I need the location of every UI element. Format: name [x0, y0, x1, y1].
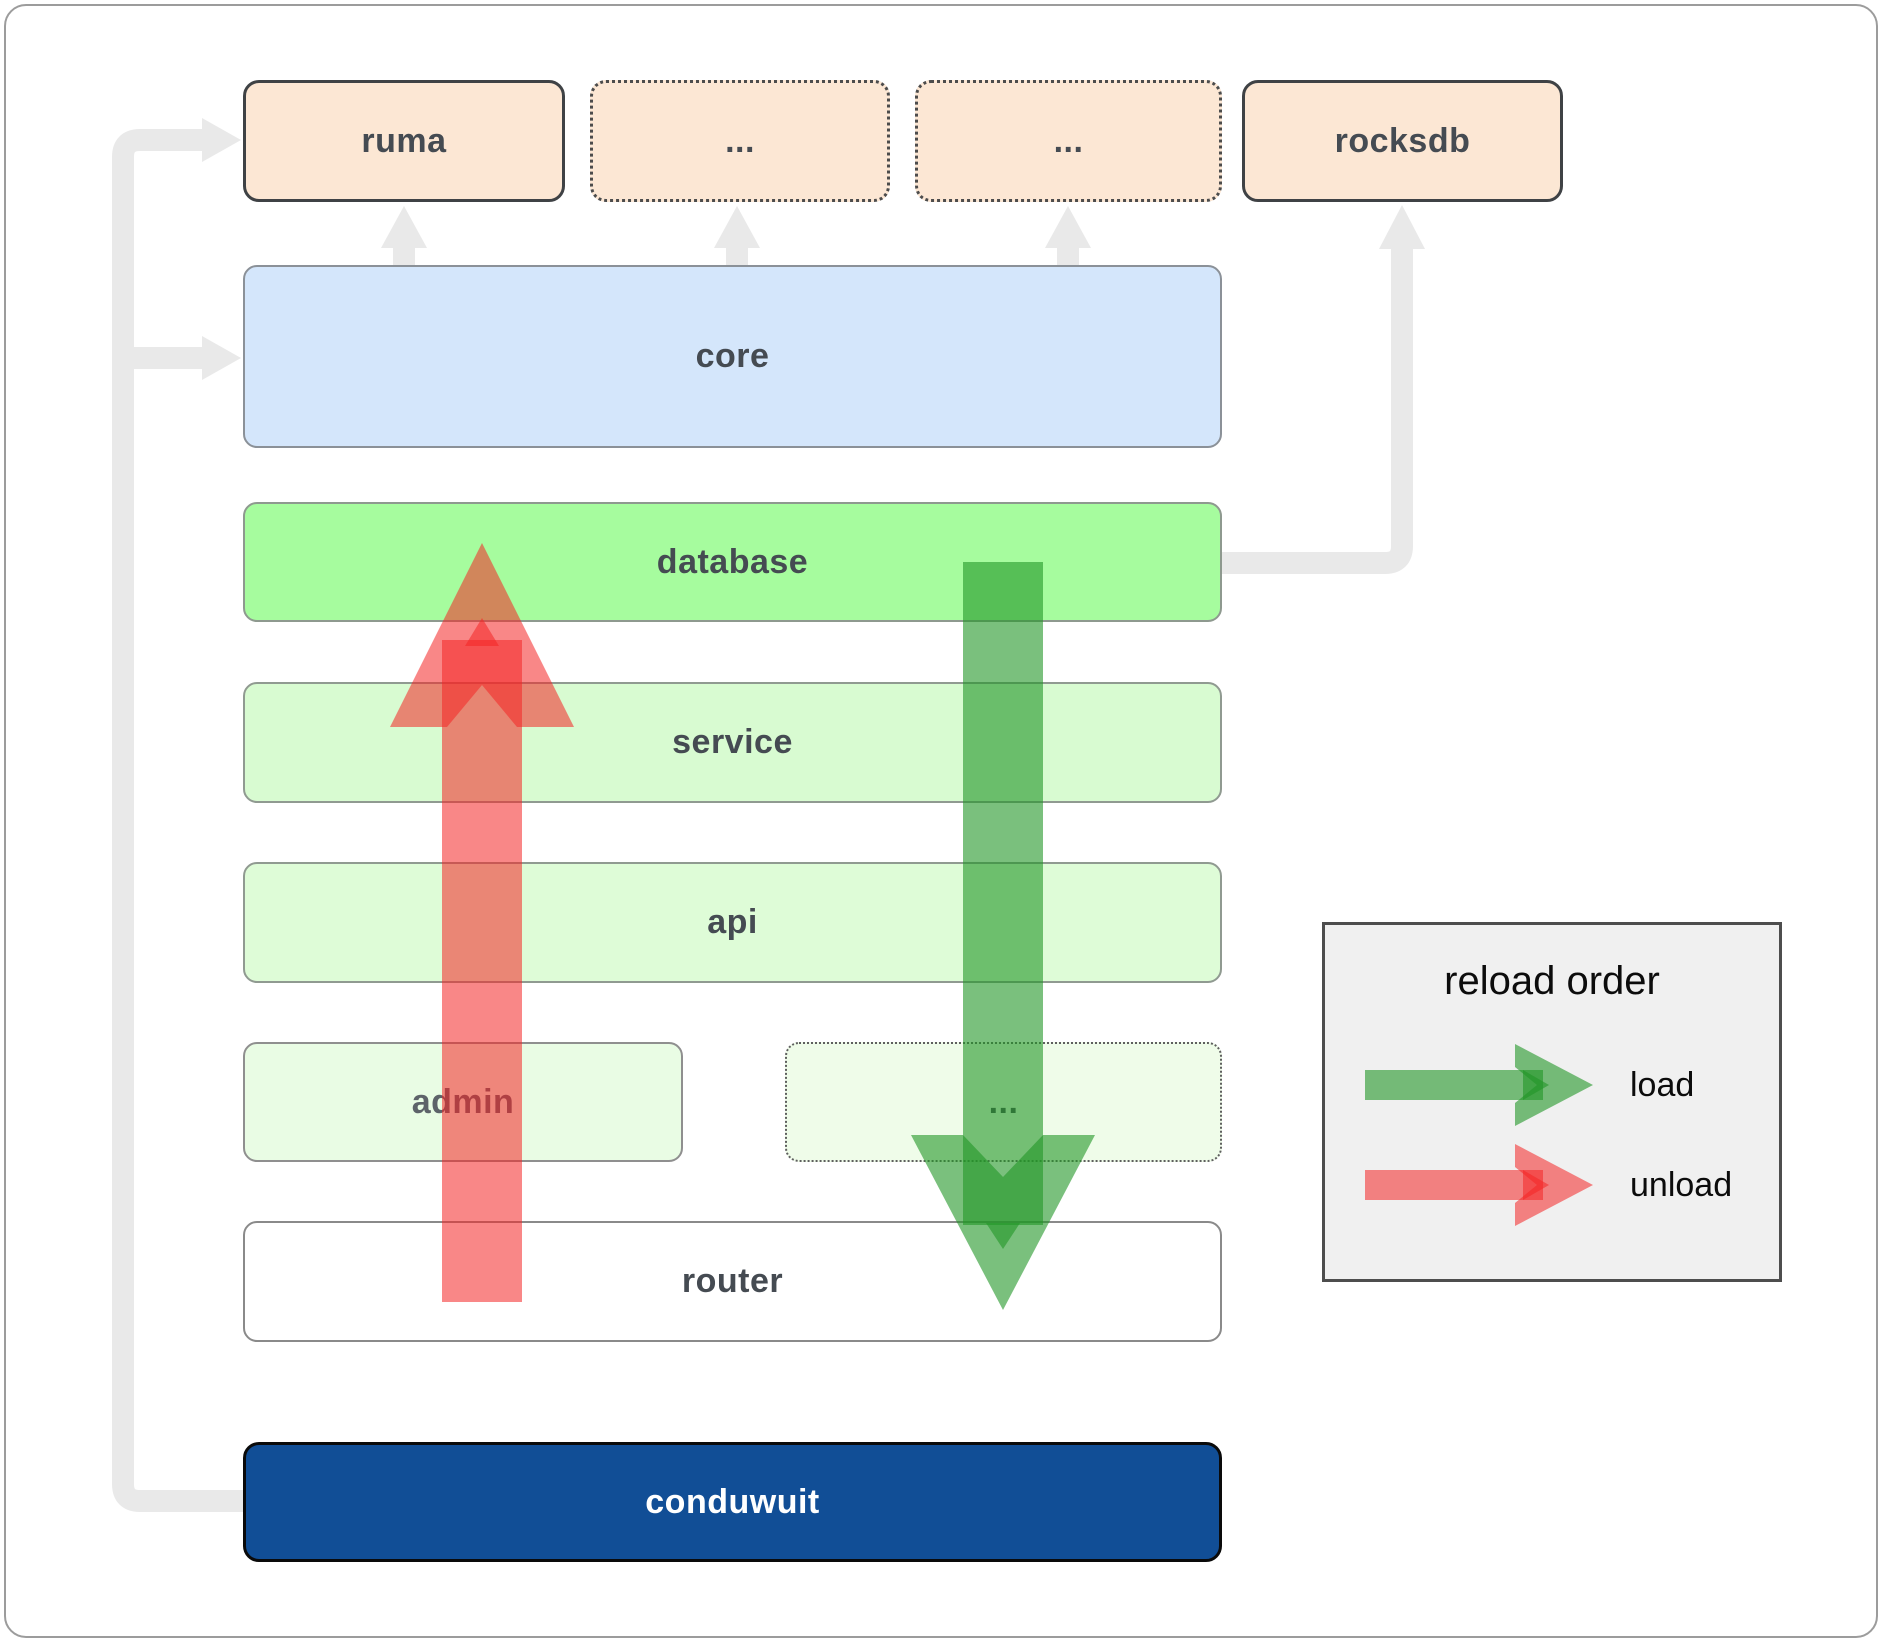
node-dots-top-1-label: ... — [725, 121, 755, 160]
node-conduwuit-label: conduwuit — [645, 1482, 820, 1521]
node-rocksdb-label: rocksdb — [1334, 121, 1471, 160]
connector-conduwuit-to-ruma-line — [112, 129, 243, 1512]
arrowhead-core-to-ruma — [381, 206, 427, 248]
node-ruma: ruma — [243, 80, 565, 202]
unload-arrow-icon — [1365, 1144, 1593, 1226]
legend-label-unload: unload — [1630, 1165, 1733, 1204]
node-rocksdb: rocksdb — [1242, 80, 1563, 202]
arrowhead-into-ruma — [202, 118, 241, 162]
legend-reload-order: reload order load unload — [1322, 922, 1782, 1282]
node-router-label: router — [681, 1262, 784, 1300]
node-dots-top-2: ... — [915, 80, 1222, 202]
node-core: core — [243, 265, 1222, 448]
legend-label-load: load — [1630, 1065, 1695, 1104]
node-conduwuit: conduwuit — [243, 1442, 1222, 1562]
arrowhead-into-rocksdb — [1379, 205, 1425, 249]
arrowhead-core-to-dots2 — [1045, 206, 1091, 248]
legend-title: reload order — [1444, 959, 1660, 1003]
load-arrow-icon — [1365, 1044, 1593, 1126]
load-arrow — [911, 562, 1095, 1310]
node-service-label: service — [672, 723, 793, 761]
node-router: router — [243, 1221, 1222, 1342]
legend-row-unload: unload — [1325, 1140, 1779, 1230]
legend-row-load: load — [1325, 1040, 1779, 1130]
arrowhead-into-core — [202, 336, 241, 380]
unload-arrow — [390, 543, 574, 1302]
node-database: database — [243, 502, 1222, 622]
node-core-label: core — [695, 337, 770, 375]
node-api-label: api — [707, 903, 758, 941]
arrowhead-core-to-dots1 — [714, 206, 760, 248]
node-dots-top-2-label: ... — [1053, 121, 1084, 160]
node-dots-top-1: ... — [590, 80, 890, 202]
node-database-label: database — [656, 542, 809, 581]
connector-database-to-rocksdb-line — [1222, 247, 1413, 574]
node-ruma-label: ruma — [361, 121, 447, 160]
node-api: api — [243, 862, 1222, 983]
